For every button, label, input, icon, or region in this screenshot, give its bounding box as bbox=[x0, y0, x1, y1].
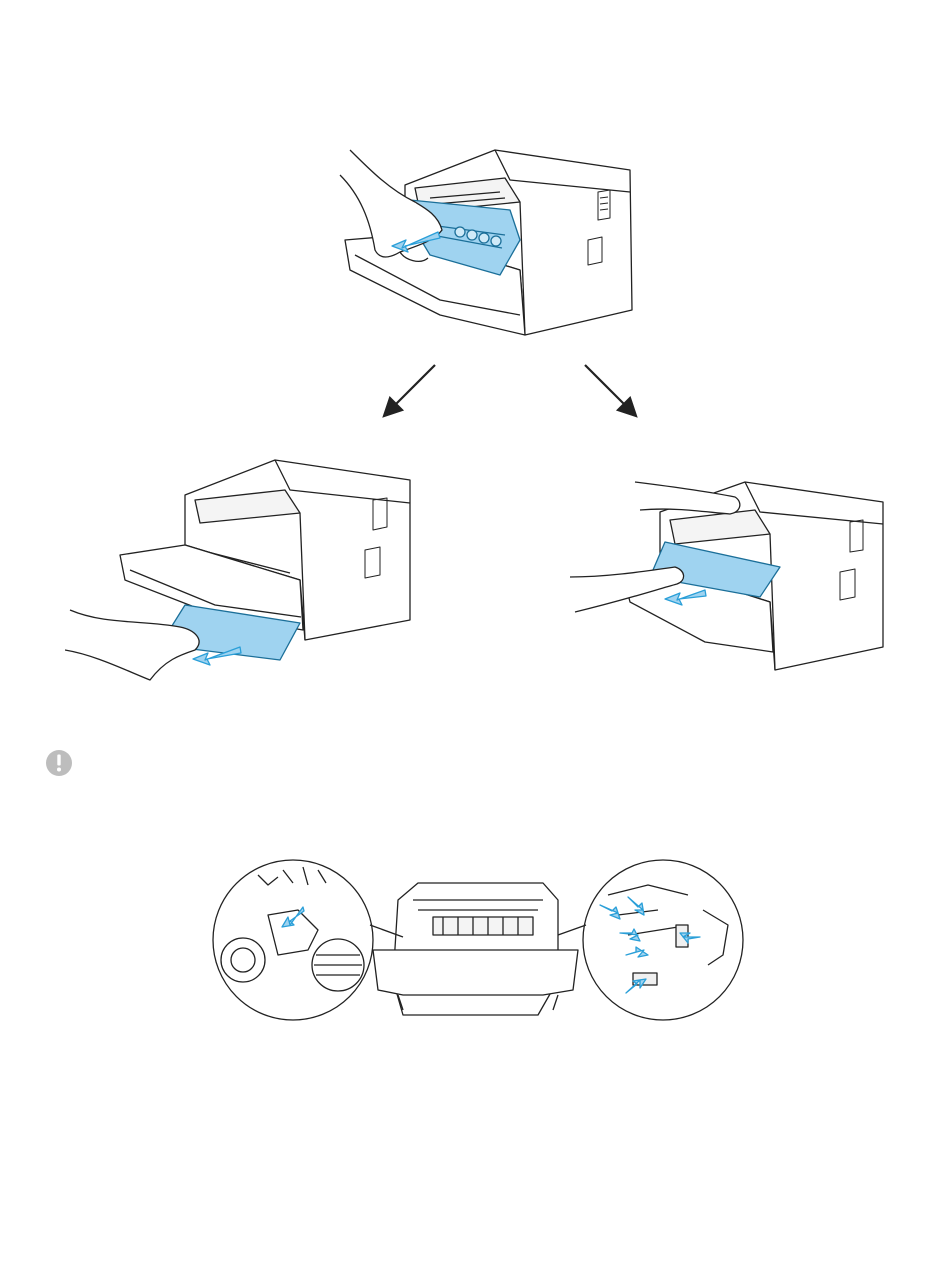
arrow-down-right-icon bbox=[585, 365, 636, 416]
figure-interior-contacts bbox=[208, 855, 753, 1030]
figure-remove-drum-unit bbox=[320, 140, 640, 340]
figure-pull-paper-front bbox=[65, 455, 415, 685]
interior-rollers bbox=[433, 917, 533, 935]
hand-icon bbox=[635, 482, 740, 514]
arrow-down-left-icon bbox=[384, 365, 435, 416]
figure-pull-paper-inside bbox=[565, 472, 890, 672]
caution-icon bbox=[44, 748, 74, 778]
flow-arrows bbox=[380, 360, 640, 420]
front-tray bbox=[373, 950, 578, 995]
magnifier-circle-icon bbox=[213, 860, 373, 1020]
magnifier-circle-icon bbox=[583, 860, 743, 1020]
